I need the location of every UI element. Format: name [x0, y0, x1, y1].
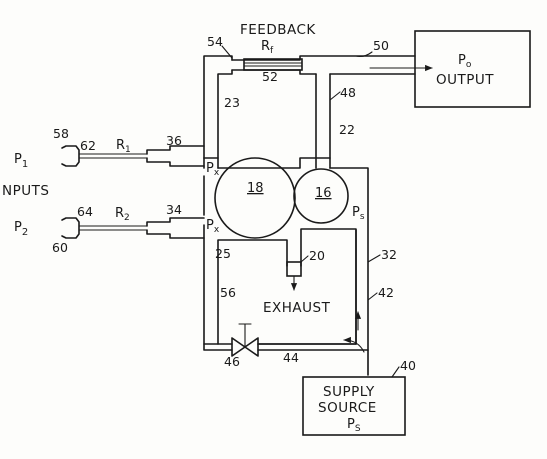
valve-chamber — [203, 157, 369, 376]
ref-25: 25 — [215, 246, 231, 261]
supply-pressure-label: PS — [347, 417, 361, 434]
ref-18: 18 — [247, 181, 264, 196]
ref-46: 46 — [224, 354, 240, 369]
supply-line — [203, 343, 369, 376]
supply-source-box — [302, 376, 406, 436]
input-line-p2 — [61, 217, 205, 239]
output-pressure-label: Po — [458, 53, 472, 70]
ref-16: 16 — [315, 186, 332, 201]
output-label: OUTPUT — [436, 72, 494, 88]
ref-44: 44 — [283, 350, 299, 365]
ref-50: 50 — [373, 38, 389, 53]
ref-40: 40 — [400, 358, 416, 373]
ref-58: 58 — [53, 126, 69, 141]
output-box — [414, 30, 531, 108]
resistor-r2-label: R2 — [115, 206, 130, 223]
resistor-r1-label: R1 — [116, 138, 131, 155]
return-flow-arrow — [343, 336, 365, 353]
valve-46 — [231, 323, 259, 357]
source-label: SOURCE — [318, 400, 377, 416]
ref-22: 22 — [339, 122, 355, 137]
ref-34: 34 — [166, 202, 182, 217]
px-top-label: Px — [206, 161, 220, 178]
supply-label: SUPPLY — [323, 384, 375, 400]
ball-16 — [293, 168, 349, 224]
exhaust-port — [286, 261, 302, 291]
input-line-p1 — [61, 145, 205, 167]
ref-48: 48 — [340, 85, 356, 100]
ref-23: 23 — [224, 95, 240, 110]
ref-60: 60 — [52, 240, 68, 255]
input-p2-label: P2 — [14, 220, 28, 238]
ref-52: 52 — [262, 69, 278, 84]
inputs-label: NPUTS — [2, 183, 49, 199]
ref-32: 32 — [381, 247, 397, 262]
ref-64: 64 — [77, 204, 93, 219]
input-p1-label: P1 — [14, 152, 28, 170]
px-bottom-label: Px — [206, 218, 220, 235]
ref-62: 62 — [80, 138, 96, 153]
ball-18 — [214, 157, 296, 239]
ref-42: 42 — [378, 285, 394, 300]
ref-54: 54 — [207, 34, 223, 49]
ref-36: 36 — [166, 133, 182, 148]
ref-20: 20 — [309, 248, 325, 263]
feedback-label: FEEDBACK — [240, 22, 316, 38]
ps-label: Ps — [352, 205, 365, 222]
exhaust-label: EXHAUST — [263, 300, 331, 316]
feedback-resistor-label: Rf — [261, 39, 274, 56]
ref-56: 56 — [220, 285, 236, 300]
